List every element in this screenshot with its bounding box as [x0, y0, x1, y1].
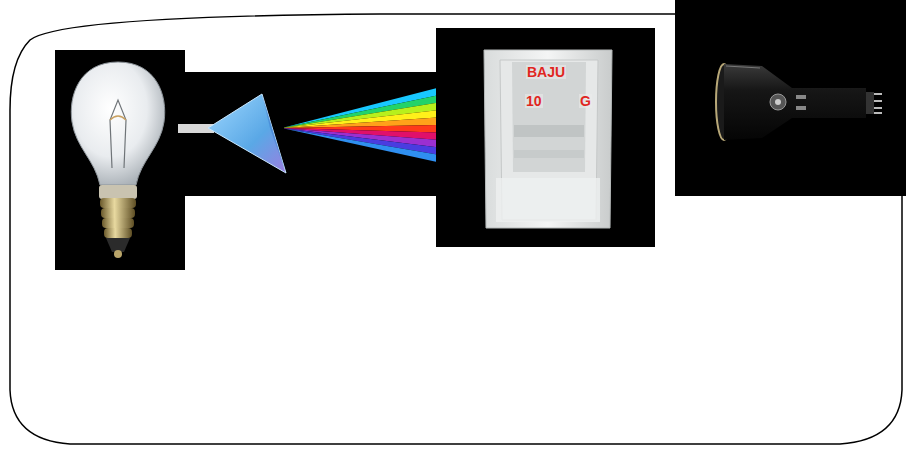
spectrum-band	[284, 128, 437, 162]
beam-background	[185, 72, 437, 196]
spectrum-band	[284, 88, 437, 128]
frame-outline	[10, 14, 902, 444]
light-bulb	[71, 62, 164, 258]
cuvette-label: 10	[525, 94, 543, 108]
detector-background	[675, 0, 906, 196]
spectrum-band	[284, 95, 437, 127]
cuvette-label: BAJU	[526, 65, 566, 79]
spectrum-band	[284, 128, 437, 154]
bulb-background	[55, 50, 185, 270]
spectrum-band	[284, 103, 437, 128]
cuvette-background	[436, 28, 655, 247]
spectrum-band	[284, 110, 437, 128]
prism	[208, 94, 286, 173]
cuvette-label: G	[579, 94, 592, 108]
cuvette	[484, 50, 612, 228]
spectrum	[284, 88, 437, 162]
photodetector	[716, 64, 882, 140]
